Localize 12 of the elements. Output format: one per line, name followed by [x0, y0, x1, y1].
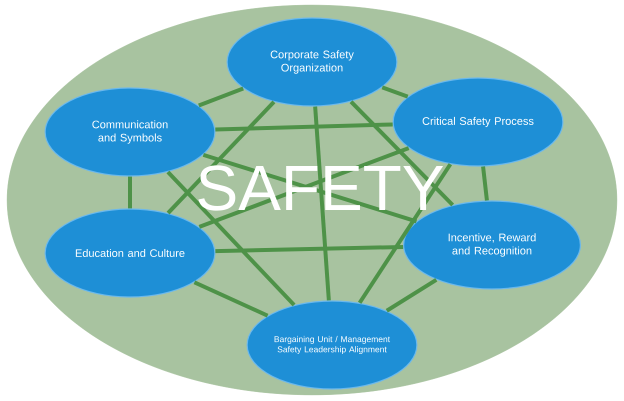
- connector-line: [215, 244, 404, 254]
- connector-line: [358, 163, 452, 304]
- connector-line: [481, 166, 489, 201]
- connector-line: [386, 278, 438, 312]
- connector-line: [313, 106, 331, 301]
- connector-line: [382, 86, 408, 98]
- connector-line: [194, 280, 268, 318]
- connector-line: [166, 170, 296, 306]
- connector-line: [215, 122, 393, 132]
- connector-line: [166, 100, 276, 214]
- connector-line: [198, 86, 244, 108]
- connector-line: [128, 176, 132, 208]
